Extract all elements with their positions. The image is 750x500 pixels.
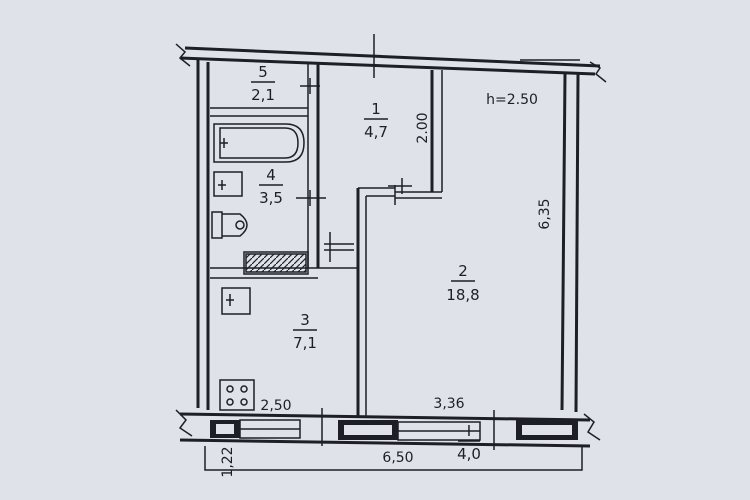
total-width-dimension: 6,50 — [382, 450, 413, 466]
dimension-ticks — [296, 59, 580, 206]
stove-icon — [219, 379, 255, 411]
toilet-icon — [211, 211, 248, 239]
room-5-number: 5 — [258, 63, 268, 81]
windows — [210, 408, 578, 450]
washbasin-icon — [213, 171, 243, 197]
room-4-number: 4 — [266, 166, 276, 184]
ceiling-height-label: h=2.50 — [486, 92, 538, 108]
bathtub-icon — [213, 123, 305, 163]
balcony-label: I 4,0 — [457, 422, 481, 463]
room-2-area: 18,8 — [446, 286, 479, 304]
balcony-number: I — [467, 422, 471, 440]
room-2-number: 2 — [458, 262, 468, 280]
room-4-area: 3,5 — [259, 189, 283, 207]
balcony-area: 4,0 — [457, 445, 481, 463]
kitchen-sink-icon — [221, 287, 251, 315]
room-3-number: 3 — [300, 311, 310, 329]
outer-walls — [179, 46, 601, 471]
room2-depth-dimension: 6,35 — [537, 198, 553, 229]
room-1-number: 1 — [371, 100, 381, 118]
wall-break-marks — [175, 34, 607, 441]
ventilation-duct — [245, 253, 307, 273]
corridor-width-dimension: 2.00 — [415, 112, 431, 143]
room-4-label: 4 3,5 — [259, 166, 283, 207]
room2-width-dimension: 3,36 — [433, 396, 464, 412]
room-5-area: 2,1 — [251, 86, 275, 104]
room-5-label: 5 2,1 — [251, 63, 275, 104]
kitchen-width-dimension: 2,50 — [260, 398, 291, 414]
room-3-label: 3 7,1 — [293, 311, 317, 352]
room-1-label: 1 4,7 — [364, 100, 388, 141]
room-3-area: 7,1 — [293, 334, 317, 352]
room-1-area: 4,7 — [364, 123, 388, 141]
fixtures — [211, 123, 309, 411]
room-2-label: 2 18,8 — [446, 262, 479, 304]
balcony-depth-dimension: 1,22 — [220, 446, 236, 477]
